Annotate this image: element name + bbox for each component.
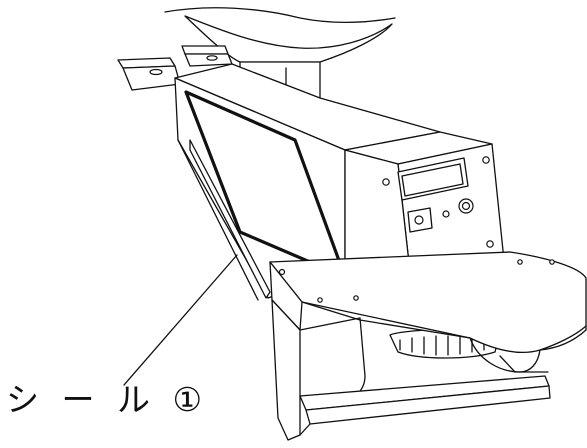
seal-callout-label: シ ー ル ① xyxy=(6,380,209,419)
knob-icon[interactable] xyxy=(458,198,474,214)
callout-leader xyxy=(123,254,238,386)
mounting-rails xyxy=(117,45,233,91)
base-tray xyxy=(269,251,587,441)
display-window-icon xyxy=(397,157,469,201)
main-housing xyxy=(174,63,441,301)
